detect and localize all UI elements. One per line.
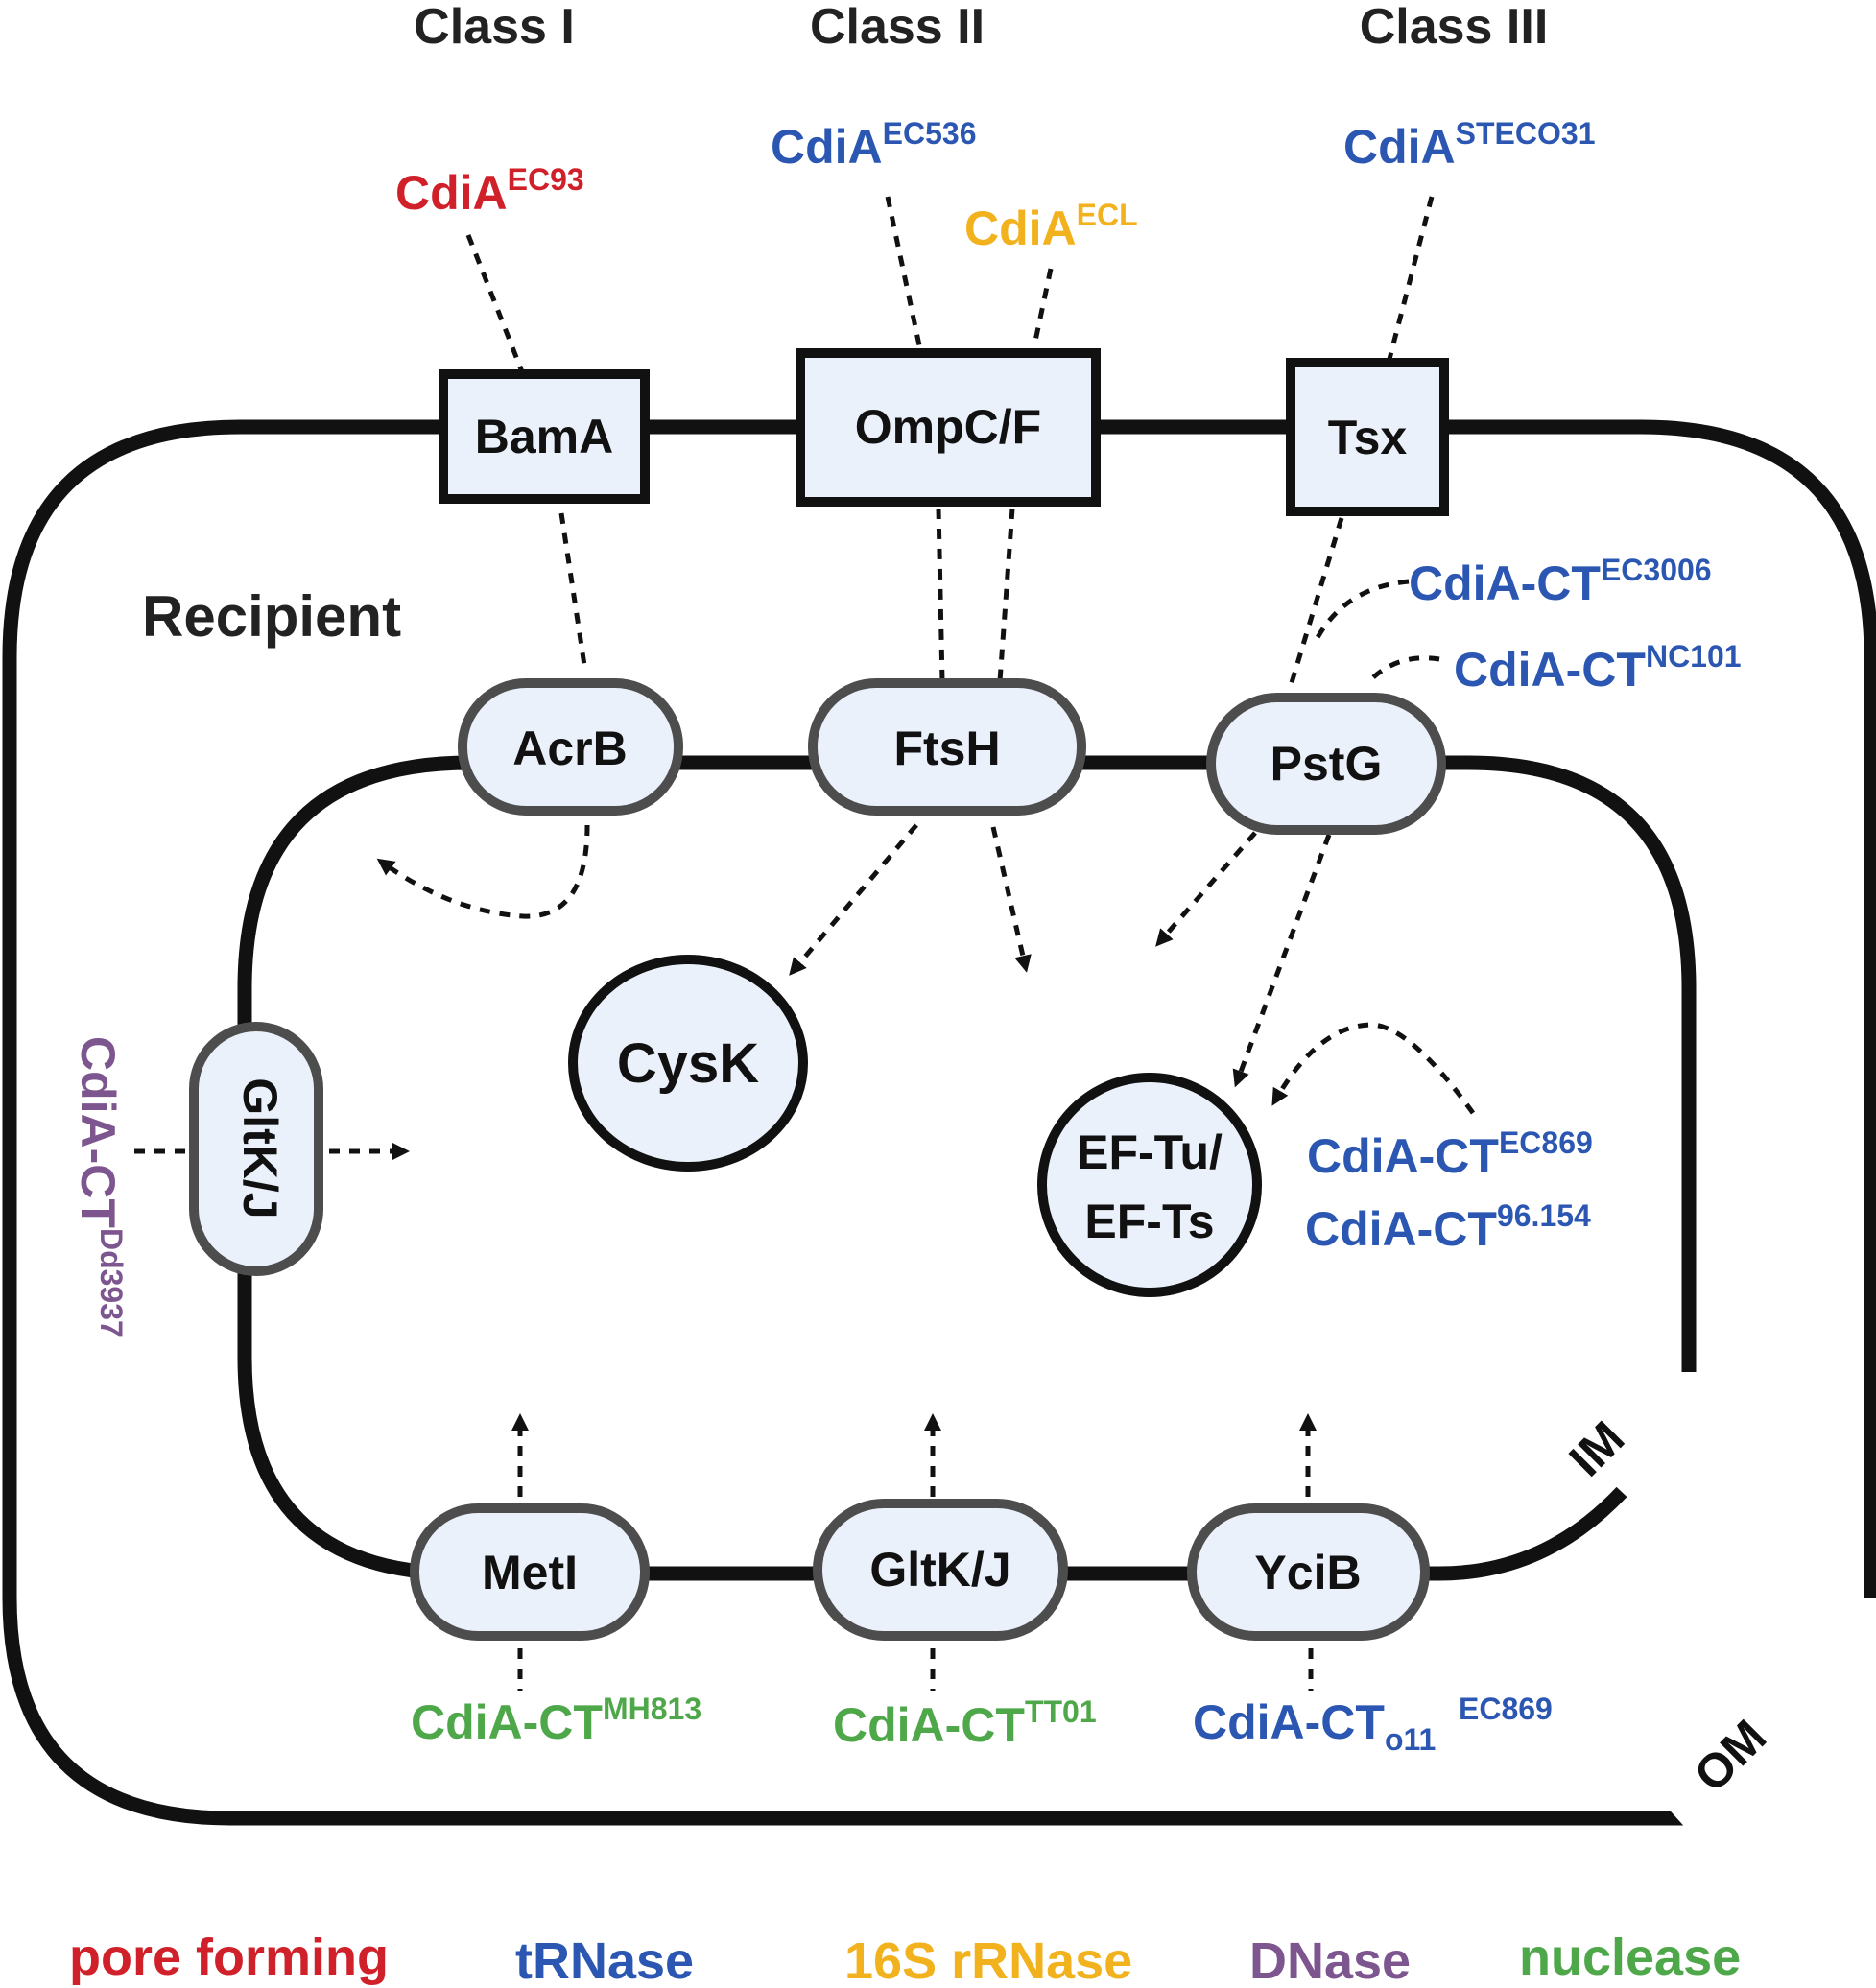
pstg-label: PstG xyxy=(1270,737,1383,791)
target-cysk[interactable]: CysK xyxy=(568,955,808,1172)
class-3-title: Class III xyxy=(1360,0,1549,55)
legend-dnase: DNase xyxy=(1249,1932,1411,1988)
toxin-96-154: CdiA-CT96.154 xyxy=(1305,1198,1591,1256)
eftu-label: EF-Tu/ xyxy=(1077,1125,1223,1179)
nc101-arrow-line xyxy=(1365,655,1440,685)
membrane-gap-om xyxy=(1608,1630,1876,1900)
toxin-o11-ec869: CdiA-CTo11EC869 xyxy=(1193,1692,1553,1757)
class-1-title: Class I xyxy=(414,0,575,55)
toxin-dd3937: CdiA-CTDd3937 xyxy=(71,1036,129,1337)
ompcf-to-ftsh-line-2 xyxy=(997,508,1015,682)
legend-nuclease: nuclease xyxy=(1519,1929,1741,1986)
toxin-nc101: CdiA-CTNC101 xyxy=(1454,639,1742,697)
tsx-label: Tsx xyxy=(1328,411,1408,464)
ec93-to-bama-line xyxy=(465,234,526,375)
efts-label: EF-Ts xyxy=(1084,1195,1214,1248)
acrb-pill xyxy=(458,678,683,816)
legend: pore forming tRNase 16S rRNase DNase nuc… xyxy=(69,1929,1741,1988)
toxin-ec869: CdiA-CTEC869 xyxy=(1307,1125,1593,1183)
ftsh-to-cysk-arrow xyxy=(789,823,918,976)
gltkj-side-label: GltK/J xyxy=(233,1077,287,1219)
receptor-acrb[interactable]: AcrB xyxy=(458,678,683,816)
toxin-ec536: CdiAEC536 xyxy=(771,116,977,174)
target-eftu-efts[interactable]: EF-Tu/ EF-Ts xyxy=(1037,1073,1262,1297)
legend-pore-forming: pore forming xyxy=(69,1929,389,1986)
receptor-ompcf[interactable]: OmpC/F xyxy=(796,348,1101,507)
cysk-circle xyxy=(568,955,808,1172)
pstg-to-eftu-arrow xyxy=(1232,834,1332,1088)
meti-label: MetI xyxy=(482,1546,578,1599)
receptor-gltkj-side[interactable]: GltK/J xyxy=(189,1022,323,1276)
receptor-ftsh[interactable]: FtsH xyxy=(808,678,1086,816)
toxin-steco31: CdiASTECO31 xyxy=(1343,116,1595,174)
meti-pill xyxy=(410,1503,650,1641)
toxin-ecl: CdiAECL xyxy=(964,198,1138,255)
ftsh-to-center-arrow xyxy=(990,826,1032,973)
ompcf-box xyxy=(796,348,1101,507)
ec536-to-ompcf-line xyxy=(885,196,922,346)
recipient-label: Recipient xyxy=(142,584,401,649)
toxin-mh813: CdiA-CTMH813 xyxy=(411,1692,701,1749)
ompcf-label: OmpC/F xyxy=(855,400,1041,454)
bama-box xyxy=(439,369,650,504)
receptor-ycib[interactable]: YciB xyxy=(1187,1503,1430,1641)
tsx-box xyxy=(1286,358,1449,516)
cysk-label: CysK xyxy=(617,1032,759,1095)
receptor-tsx[interactable]: Tsx xyxy=(1286,358,1449,516)
ycib-label: YciB xyxy=(1254,1546,1361,1599)
eftu-efts-circle xyxy=(1037,1073,1262,1297)
steco31-to-tsx-line xyxy=(1386,196,1435,364)
acrb-label: AcrB xyxy=(512,722,627,775)
gltkj-side-pill xyxy=(189,1022,323,1276)
ycib-pill xyxy=(1187,1503,1430,1641)
legend-16s-rrnase: 16S rRNase xyxy=(844,1932,1132,1988)
receptor-meti[interactable]: MetI xyxy=(410,1503,650,1641)
gltkj-bottom-pill xyxy=(813,1499,1068,1641)
connector-lines xyxy=(134,196,1476,1691)
legend-trnase: tRNase xyxy=(515,1932,694,1988)
ompcf-to-ftsh-line-1 xyxy=(936,508,945,682)
ec3006-arrow-line xyxy=(1312,579,1410,645)
ec869-curve-arrow xyxy=(1271,1022,1476,1115)
receptor-pstg[interactable]: PstG xyxy=(1206,693,1446,835)
tsx-to-pstg-line xyxy=(1288,517,1344,687)
gltkj-bottom-label: GltK/J xyxy=(869,1543,1010,1597)
toxin-ec93: CdiAEC93 xyxy=(395,162,584,220)
membrane-gap-im xyxy=(1491,1340,1727,1579)
toxin-tt01: CdiA-CTTT01 xyxy=(833,1694,1097,1752)
inner-membrane xyxy=(237,755,1697,1581)
ftsh-label: FtsH xyxy=(893,722,1000,775)
outer-membrane xyxy=(2,419,1876,1826)
bama-to-acrb-line xyxy=(558,512,588,673)
class-2-title: Class II xyxy=(810,0,985,55)
toxin-ec3006: CdiA-CTEC3006 xyxy=(1409,553,1712,610)
ecl-to-ompcf-line xyxy=(1032,268,1054,346)
acrb-curve-arrow xyxy=(376,824,590,919)
bama-label: BamA xyxy=(475,410,613,463)
receptor-gltkj-bottom[interactable]: GltK/J xyxy=(813,1499,1068,1641)
pstg-to-center-arrow xyxy=(1155,831,1257,947)
ftsh-pill xyxy=(808,678,1086,816)
receptor-bama[interactable]: BamA xyxy=(439,369,650,504)
pstg-pill xyxy=(1206,693,1446,835)
